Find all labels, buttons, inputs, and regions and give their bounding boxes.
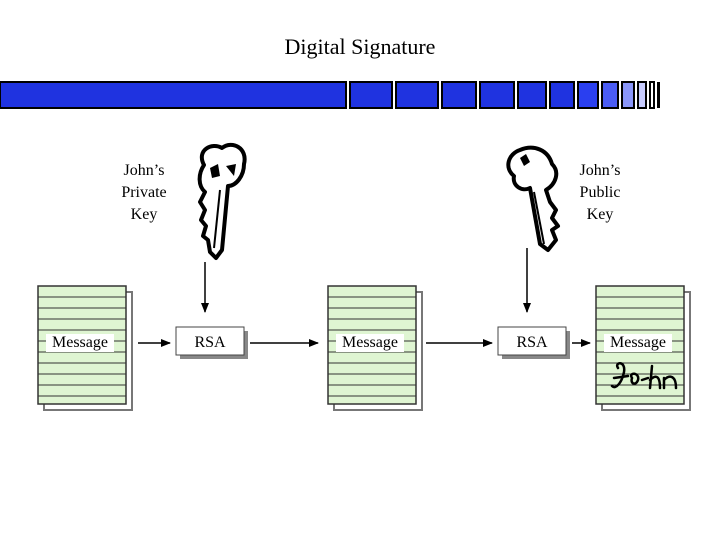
- rsa-box-encrypt: [175, 326, 248, 359]
- rsa-label-encrypt: RSA: [194, 334, 226, 351]
- message-label-original: Message: [46, 334, 114, 352]
- rsa-box-decrypt: [497, 326, 570, 359]
- private-key-icon: [197, 142, 247, 260]
- message-label-verified: Message: [604, 334, 672, 352]
- slide-title: Digital Signature: [284, 34, 436, 59]
- message-label-encrypted: Message: [336, 334, 404, 352]
- public-key-label-line1: John’s: [579, 162, 621, 179]
- public-key-label-line2: Public: [579, 184, 621, 201]
- public-key-label-line3: Key: [586, 206, 614, 223]
- private-key-label-line1: John’s: [123, 162, 165, 179]
- private-key-label-line2: Private: [121, 184, 167, 201]
- rsa-label-decrypt: RSA: [516, 334, 548, 351]
- private-key-label-line3: Key: [130, 206, 158, 223]
- private-key-label: John’s Private Key: [104, 160, 184, 226]
- public-key-icon: [506, 145, 560, 252]
- public-key-label: John’s Public Key: [560, 160, 640, 226]
- signature-icon: [610, 362, 678, 390]
- title-banner: [0, 81, 660, 109]
